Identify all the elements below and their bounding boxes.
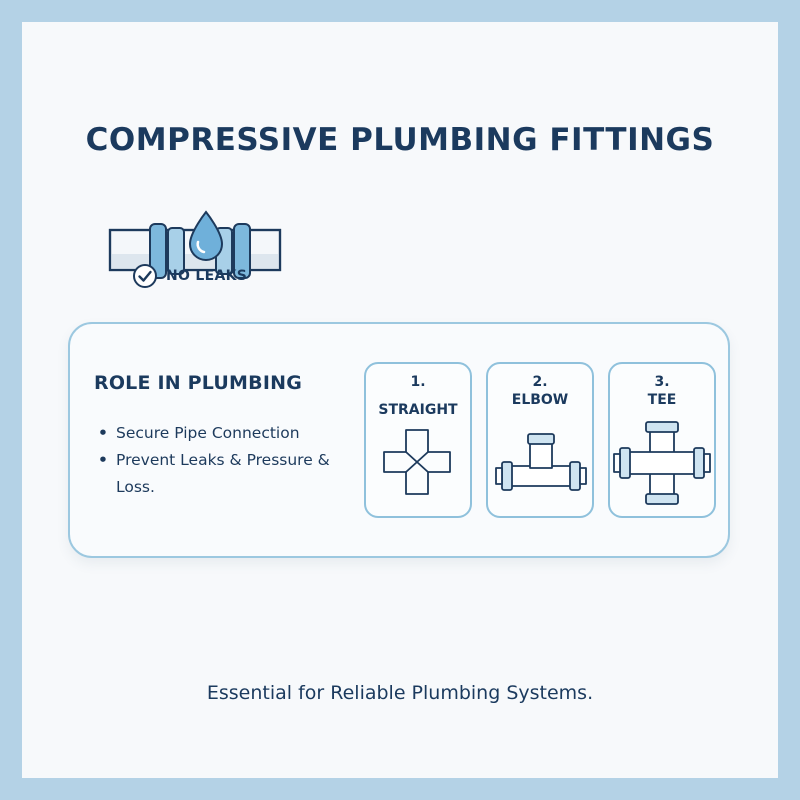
cross-fitting-icon: [383, 429, 451, 495]
check-circle-icon: [133, 264, 157, 288]
page-title: COMPRESSIVE PLUMBING FITTINGS: [85, 122, 715, 158]
fitting-label: TEE: [647, 392, 677, 408]
elbow-fitting-icon: [495, 433, 587, 491]
footer-tagline: Essential for Reliable Plumbing Systems.: [206, 682, 594, 704]
role-bullet-list: • Secure Pipe Connection • Prevent Leaks…: [98, 420, 348, 501]
fitting-number: 3.: [654, 374, 670, 390]
fitting-number: 1.: [410, 374, 426, 390]
role-panel: ROLE IN PLUMBING • Secure Pipe Connectio…: [68, 322, 730, 558]
bullet-icon: •: [98, 451, 108, 469]
fitting-label: ELBOW: [511, 392, 569, 408]
no-leaks-label: NO LEAKS: [166, 268, 248, 284]
bullet-icon: •: [98, 424, 108, 442]
fitting-card-tee: 3. TEE: [608, 362, 716, 518]
list-item: • Prevent Leaks & Pressure & Loss.: [98, 447, 348, 501]
tee-fitting-icon: [613, 421, 711, 505]
leak-proof-pipe-icon: [108, 210, 282, 279]
fitting-number: 2.: [532, 374, 548, 390]
bullet-text: Prevent Leaks & Pressure & Loss.: [116, 451, 330, 496]
list-item: • Secure Pipe Connection: [98, 420, 348, 447]
role-heading: ROLE IN PLUMBING: [94, 372, 303, 394]
fitting-label: STRAIGHT: [378, 402, 458, 418]
fitting-card-elbow: 2. ELBOW: [486, 362, 594, 518]
infographic-frame: COMPRESSIVE PLUMBING FITTINGS NO LEAKS R…: [22, 22, 778, 778]
no-leaks-badge: NO LEAKS: [132, 262, 247, 290]
fitting-card-straight: 1. STRAIGHT: [364, 362, 472, 518]
bullet-text: Secure Pipe Connection: [116, 424, 300, 442]
